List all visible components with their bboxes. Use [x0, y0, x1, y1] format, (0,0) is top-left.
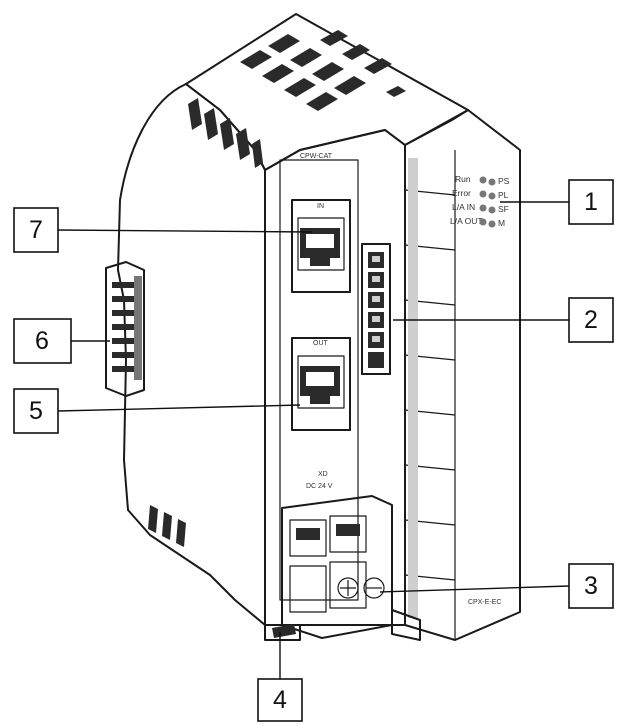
callout-1-label: 1	[584, 188, 598, 216]
led-label-ps: PS	[498, 176, 510, 186]
led-label-error: Error	[452, 188, 471, 198]
led-error	[479, 190, 487, 198]
din-rail-clip	[264, 609, 421, 641]
led-label-run: Run	[455, 174, 471, 184]
led-label-pl: PL	[498, 190, 509, 200]
led-label-la-out: L/A OUT	[450, 216, 483, 226]
side-terminal-strip	[105, 261, 145, 397]
leader-7	[57, 229, 313, 233]
leader-lines	[57, 201, 570, 679]
callout-7: 7	[13, 207, 59, 253]
label-strip	[404, 158, 456, 618]
cooling-ribs	[188, 30, 406, 168]
ethernet-port-in: IN	[291, 199, 351, 293]
bottom-vents	[148, 505, 186, 547]
led-sf	[488, 206, 496, 214]
led-m	[488, 220, 496, 228]
callout-6-label: 6	[35, 327, 49, 355]
ethernet-port-out: OUT	[291, 337, 351, 431]
leader-3	[379, 585, 570, 593]
callout-1: 1	[568, 179, 614, 225]
led-run	[479, 176, 487, 184]
led-la-in	[479, 204, 487, 212]
port-out-label: OUT	[313, 340, 329, 347]
led-label-la-in: L/A IN	[452, 202, 475, 212]
power-connector	[281, 495, 393, 639]
leader-5	[57, 404, 301, 412]
led-label-sf: SF	[498, 204, 509, 214]
top-label: CPW-CAT	[300, 153, 333, 160]
callout-4-label: 4	[273, 686, 287, 714]
led-pl	[488, 192, 496, 200]
callout-2-label: 2	[584, 306, 598, 334]
device-body: CPW-CAT Run Error L/A IN L/A OUT PS PL S…	[105, 13, 521, 641]
led-ps	[488, 178, 496, 186]
callout-6: 6	[13, 318, 72, 364]
callout-3-label: 3	[584, 572, 598, 600]
model-label: CPX-E-EC	[468, 599, 501, 606]
callout-2: 2	[568, 297, 614, 343]
callout-3: 3	[568, 563, 614, 609]
callout-7-label: 7	[29, 216, 43, 244]
dip-switches	[361, 243, 391, 375]
power-label: XD	[318, 471, 328, 478]
led-indicators: Run Error L/A IN L/A OUT PS PL SF M	[450, 174, 510, 228]
port-in-label: IN	[317, 203, 324, 210]
callout-5: 5	[13, 388, 59, 434]
callout-5-label: 5	[29, 397, 43, 425]
power-rating: DC 24 V	[306, 483, 333, 490]
led-label-m: M	[498, 218, 505, 228]
callout-4: 4	[257, 678, 303, 722]
led-la-out	[479, 218, 487, 226]
